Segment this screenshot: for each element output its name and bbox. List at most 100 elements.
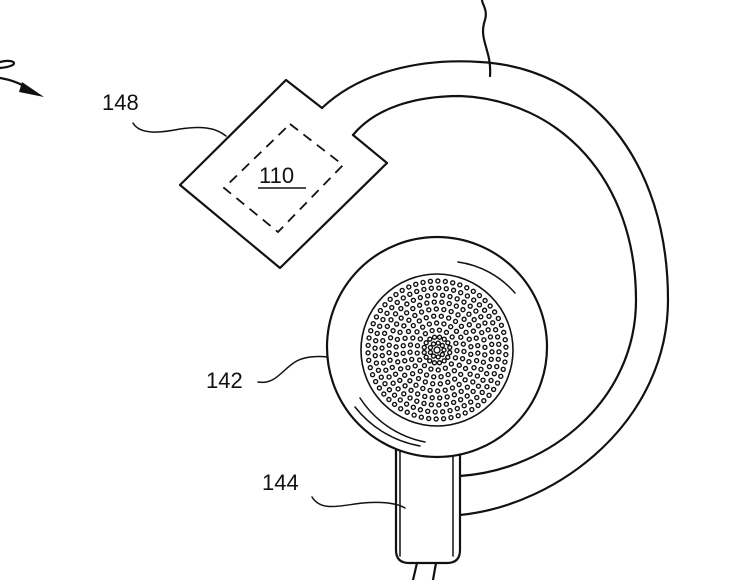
grille-hole — [468, 343, 474, 350]
grille-hole — [412, 312, 418, 319]
grille-hole — [466, 311, 472, 317]
grille-hole — [458, 388, 464, 395]
grille-hole — [478, 366, 484, 373]
grille-hole — [461, 299, 467, 305]
grille-hole — [384, 323, 391, 330]
grille-hole — [442, 387, 448, 393]
grille-hole — [471, 316, 477, 323]
grille-hole — [470, 379, 476, 385]
grille-hole — [400, 343, 406, 349]
grille-hole — [427, 278, 434, 285]
grille-hole — [468, 351, 474, 357]
grille-hole — [368, 328, 374, 334]
grille-hole — [496, 349, 502, 355]
grille-hole — [452, 318, 459, 325]
grille-hole — [445, 315, 452, 321]
grille-hole — [473, 335, 479, 341]
grille-hole — [402, 383, 408, 389]
grille-hole — [435, 278, 441, 284]
grille-hole — [441, 336, 447, 342]
grille-hole — [397, 377, 403, 384]
grille-hole — [425, 408, 431, 415]
grille-hole — [426, 321, 433, 327]
grille-hole — [450, 287, 457, 293]
grille-hole — [447, 324, 454, 330]
grille-hole — [455, 312, 461, 318]
grille-hole — [460, 341, 467, 347]
grille-hole — [408, 387, 414, 394]
grille-hole — [443, 329, 450, 336]
grille-hole — [475, 402, 481, 409]
grille-hole — [457, 289, 464, 296]
grille-hole — [387, 335, 394, 341]
grille-hole — [451, 392, 458, 398]
grille-hole — [376, 323, 383, 330]
leader-142 — [257, 355, 329, 384]
grille-hole — [468, 399, 474, 405]
grille-hole — [389, 304, 395, 311]
grille-hole — [502, 359, 508, 365]
grille-hole — [372, 338, 379, 344]
grille-hole — [414, 329, 420, 335]
grille-hole — [418, 309, 425, 315]
grille-hole — [423, 340, 429, 346]
grille-hole — [470, 297, 477, 303]
grille-hole — [436, 327, 443, 333]
grille-hole — [498, 322, 505, 328]
grille-hole — [467, 371, 473, 377]
grille-hole — [405, 328, 412, 335]
grille-hole — [439, 292, 446, 298]
grille-hole — [410, 404, 417, 411]
grille-hole — [451, 376, 458, 382]
grille-hole — [467, 303, 473, 309]
grille-hole — [440, 415, 447, 422]
grille-hole — [367, 364, 373, 371]
grille-hole — [462, 377, 468, 383]
grille-hole — [481, 397, 487, 404]
grille-hole — [466, 358, 472, 365]
grille-hole — [382, 381, 388, 387]
grille-hole — [397, 405, 404, 412]
grille-hole — [456, 381, 462, 388]
grille-hole — [498, 373, 504, 380]
grille-hole — [424, 293, 431, 299]
grille-hole — [414, 398, 420, 404]
grille-hole — [416, 302, 423, 308]
grille-hole — [482, 352, 488, 358]
grille-hole — [386, 374, 392, 380]
grille-hole — [423, 315, 429, 321]
grille-hole — [386, 396, 392, 403]
grille-hole — [503, 351, 509, 358]
grille-hole — [376, 385, 383, 391]
grille-hole — [381, 330, 388, 337]
grille-hole — [470, 388, 476, 395]
label-148: 148 — [102, 90, 139, 115]
grille-hole — [392, 311, 399, 317]
grille-hole — [381, 391, 387, 397]
grille-hole — [503, 344, 509, 350]
leader-144 — [311, 496, 406, 509]
grille-hole — [433, 320, 440, 326]
grille-hole — [420, 279, 426, 286]
grille-hole — [466, 322, 473, 328]
reference-arrow — [0, 59, 44, 97]
grille-hole — [408, 356, 415, 363]
grille-hole — [481, 337, 487, 343]
grille-hole — [446, 300, 452, 307]
grille-hole — [411, 412, 417, 418]
grille-hole — [438, 373, 444, 380]
grille-hole — [398, 315, 404, 321]
grille-hole — [407, 349, 413, 355]
grille-hole — [490, 320, 496, 326]
grille-hole — [476, 302, 483, 308]
grille-hole — [394, 299, 400, 306]
grille-hole — [417, 294, 424, 301]
grille-hole — [426, 307, 432, 313]
grille-hole — [458, 323, 465, 330]
grille-hole — [461, 403, 467, 409]
grille-hole — [486, 313, 492, 319]
grille-hole — [441, 347, 447, 353]
grille-hole — [428, 285, 435, 291]
grille-hole — [399, 287, 405, 294]
grille-hole — [421, 400, 427, 407]
